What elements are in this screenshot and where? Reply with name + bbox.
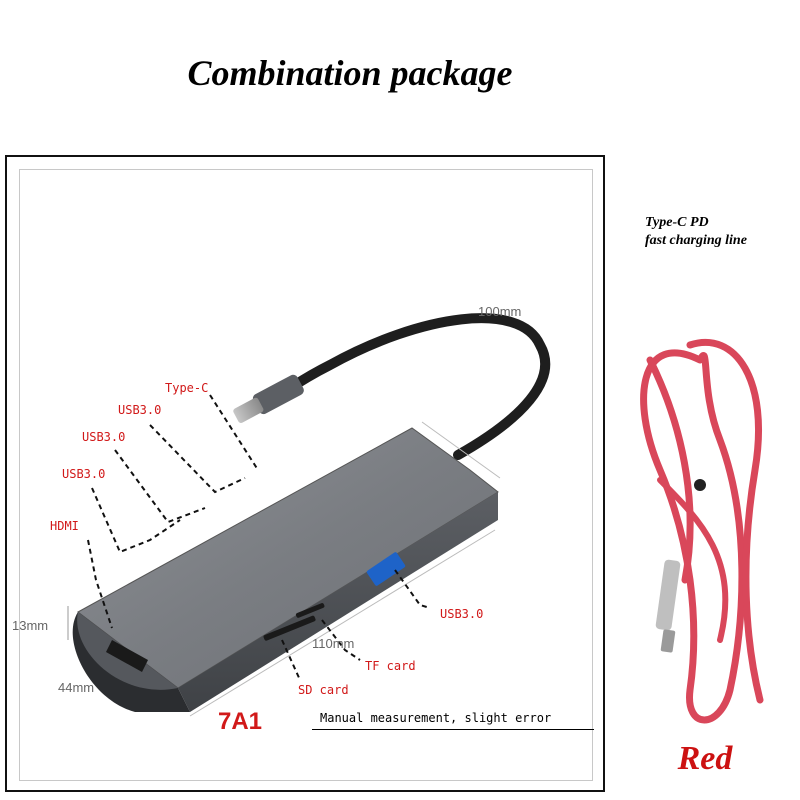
- hub-cable: [270, 313, 551, 460]
- label-type-c: Type-C: [165, 381, 208, 395]
- callout-sd: [281, 639, 301, 681]
- usb-side-port: [366, 552, 406, 586]
- hub-top: [77, 427, 499, 689]
- label-sd-card: SD card: [298, 683, 349, 697]
- dim-width: 110mm: [312, 636, 354, 651]
- tf-slot: [295, 603, 325, 618]
- model-number: 7A1: [218, 708, 263, 735]
- red-cable-connector: [655, 559, 681, 653]
- callout-hdmi: [87, 539, 113, 629]
- hub-side: [178, 492, 498, 712]
- dim-height: 13mm: [12, 618, 48, 633]
- page-title: Combination package: [187, 53, 513, 93]
- measurement-note: Manual measurement, slight error: [320, 711, 552, 725]
- label-usb-b: USB3.0: [82, 430, 125, 444]
- callout-usb2: [114, 449, 206, 524]
- dim-depth: 44mm: [58, 680, 94, 695]
- callout-usb1: [91, 487, 181, 554]
- cable-label-line2: fast charging line: [645, 233, 747, 248]
- callout-tf: [321, 619, 361, 661]
- callout-typec: [209, 394, 259, 471]
- label-usb-c: USB3.0: [62, 467, 105, 481]
- label-hdmi: HDMI: [50, 519, 79, 533]
- red-cable: [640, 338, 764, 724]
- callout-usb-side: [394, 569, 431, 609]
- hdmi-port: [106, 640, 148, 672]
- dim-length: 100mm: [478, 304, 521, 319]
- cable-label-line1: Type-C PD: [645, 215, 709, 230]
- callout-usb3: [149, 424, 246, 494]
- sd-slot: [263, 615, 316, 641]
- label-tf-card: TF card: [365, 659, 416, 673]
- note-underline: [312, 729, 594, 730]
- label-usb-side: USB3.0: [440, 607, 483, 621]
- cable-tie: [694, 479, 706, 491]
- label-usb-a: USB3.0: [118, 403, 161, 417]
- cable-description: Type-C PD fast charging line: [645, 214, 747, 250]
- cable-color-label: Red: [677, 740, 733, 777]
- type-c-plug: [233, 374, 304, 423]
